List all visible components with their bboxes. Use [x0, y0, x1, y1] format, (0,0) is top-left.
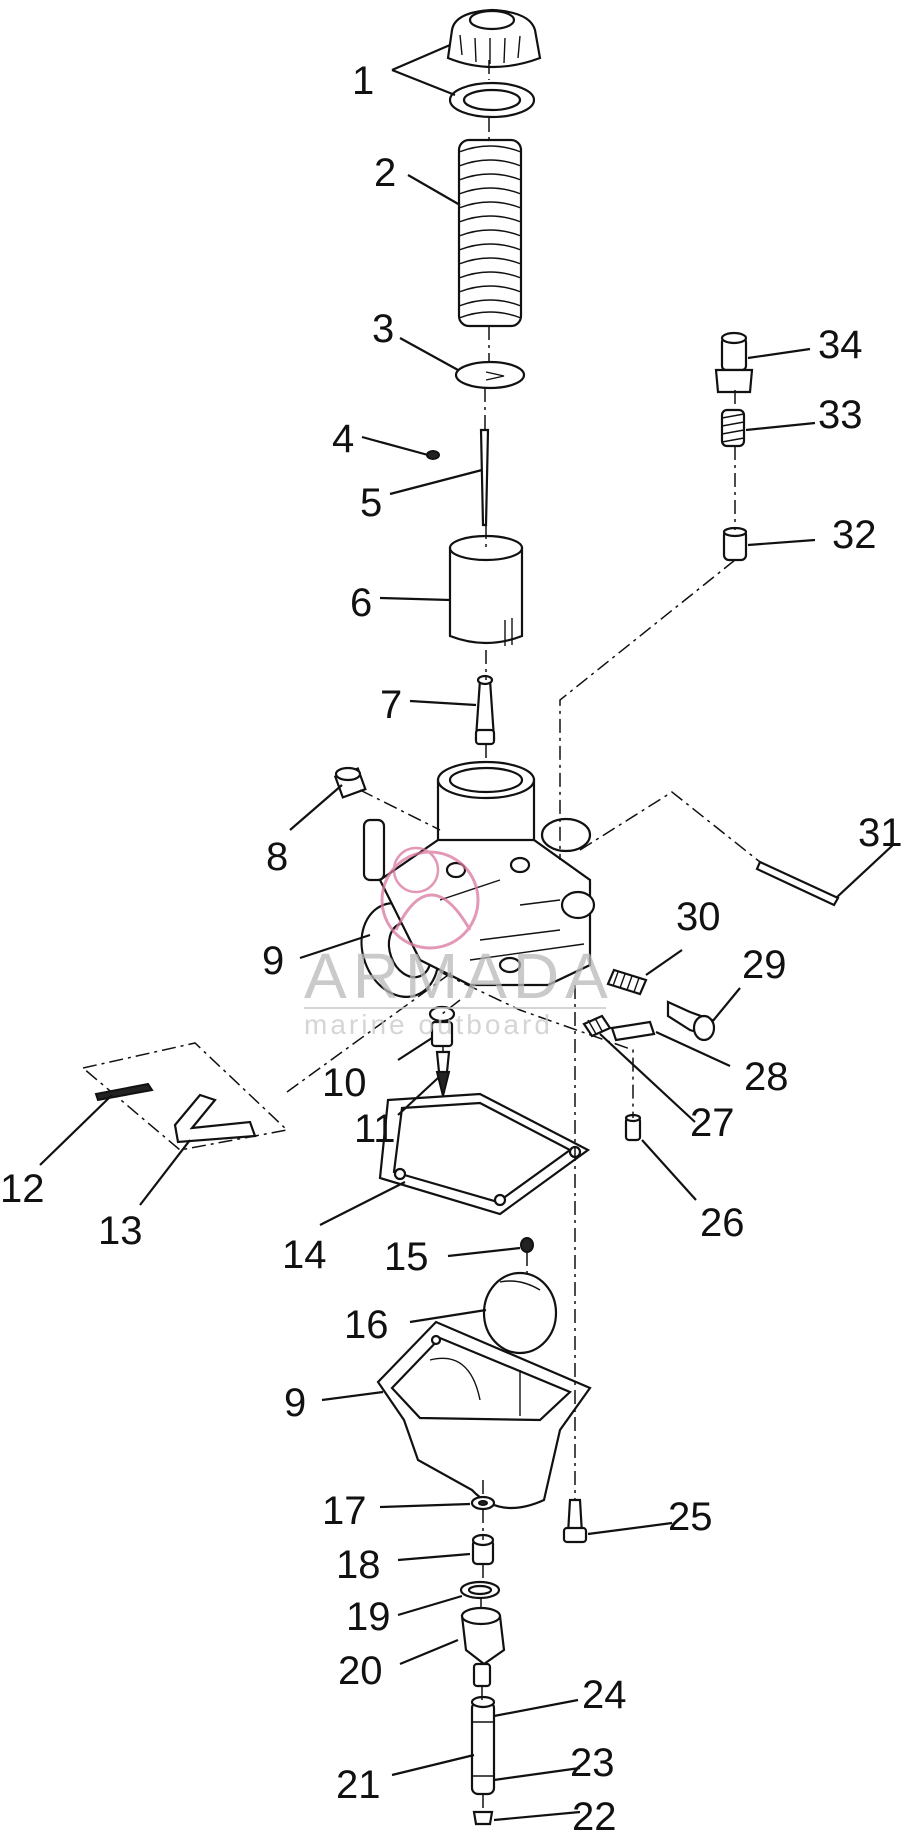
- part-tube-cap: [472, 1810, 494, 1826]
- part-o-ring: [459, 1580, 501, 1600]
- callout-10: 10: [322, 1061, 367, 1105]
- part-throttle-valve: [448, 534, 524, 646]
- callout-31: 31: [858, 811, 903, 855]
- callout-1: 1: [352, 59, 374, 103]
- callout-30: 30: [676, 895, 721, 939]
- callout-26: 26: [700, 1201, 745, 1245]
- part-idle-spring: [582, 1014, 612, 1038]
- part-bowl-plug: [624, 1113, 642, 1142]
- watermark-tagline: marine outboard: [304, 1009, 553, 1040]
- callout-14: 14: [282, 1233, 327, 1277]
- callout-22: 22: [572, 1795, 617, 1833]
- callout-17: 17: [322, 1489, 367, 1533]
- assembly-lines: [286, 60, 761, 1812]
- part-starter-jet: [435, 1050, 451, 1097]
- callout-11: 11: [354, 1107, 396, 1151]
- part-bowl-screw: [562, 1498, 588, 1544]
- part-pilot-jet: [428, 1005, 456, 1048]
- callout-23: 23: [570, 1741, 615, 1785]
- part-throttle-stop-screw: [666, 1000, 716, 1042]
- callout-leaders: [39, 43, 894, 1822]
- callout-29: 29: [742, 943, 787, 987]
- callout-9-lower: 9: [284, 1381, 306, 1425]
- part-spring: [457, 138, 523, 328]
- callout-18: 18: [336, 1543, 381, 1587]
- part-bowl-washer: [470, 1495, 496, 1511]
- callout-32: 32: [832, 513, 877, 557]
- watermark-brand: ARMADA: [304, 940, 614, 1012]
- part-needle-clip: [426, 450, 440, 460]
- callout-16: 16: [344, 1303, 389, 1347]
- callout-15: 15: [384, 1235, 429, 1279]
- part-float-needle: [520, 1237, 534, 1253]
- part-overflow-tube: [470, 1695, 496, 1796]
- watermark: ARMADA marine outboard: [304, 846, 614, 1040]
- part-pilot-screw: [610, 1020, 656, 1042]
- part-bracket: [173, 1093, 257, 1144]
- callout-28: 28: [744, 1055, 789, 1099]
- part-plug: [333, 766, 367, 799]
- callout-5: 5: [360, 481, 382, 525]
- callout-7: 7: [380, 683, 402, 727]
- callout-34: 34: [818, 323, 863, 367]
- callout-27: 27: [690, 1101, 735, 1145]
- part-rod: [755, 860, 840, 907]
- part-float-bowl-gasket: [378, 1092, 591, 1216]
- callout-2: 2: [374, 151, 396, 195]
- callout-25: 25: [668, 1495, 713, 1539]
- part-fitting: [722, 526, 748, 562]
- part-float-bowl: [376, 1320, 592, 1510]
- part-jet-needle: [479, 428, 490, 527]
- part-needle-jet: [474, 674, 496, 746]
- callout-4: 4: [332, 417, 354, 461]
- part-adjuster: [714, 331, 754, 394]
- part-retainer-plate: [454, 360, 526, 390]
- callout-12: 12: [0, 1167, 45, 1211]
- part-small-spring: [720, 408, 746, 448]
- callout-33: 33: [818, 393, 863, 437]
- callout-19: 19: [346, 1595, 391, 1639]
- part-stop-spring: [606, 968, 648, 996]
- part-washer: [448, 81, 536, 119]
- callout-3: 3: [372, 307, 394, 351]
- part-float: [482, 1271, 558, 1355]
- callout-21: 21: [336, 1763, 381, 1807]
- callout-24: 24: [582, 1673, 627, 1717]
- callout-20: 20: [338, 1649, 383, 1693]
- callout-9-upper: 9: [262, 939, 284, 983]
- part-cap: [446, 8, 542, 69]
- callout-8: 8: [266, 835, 288, 879]
- callout-labels: 1 2 3 4 5 6 7 8 9 9 10 11 12 13 14 15 16…: [0, 59, 903, 1833]
- watermark-logo: [380, 846, 480, 950]
- callout-6: 6: [350, 581, 372, 625]
- callout-13: 13: [98, 1209, 143, 1253]
- part-drain-plug: [460, 1606, 506, 1688]
